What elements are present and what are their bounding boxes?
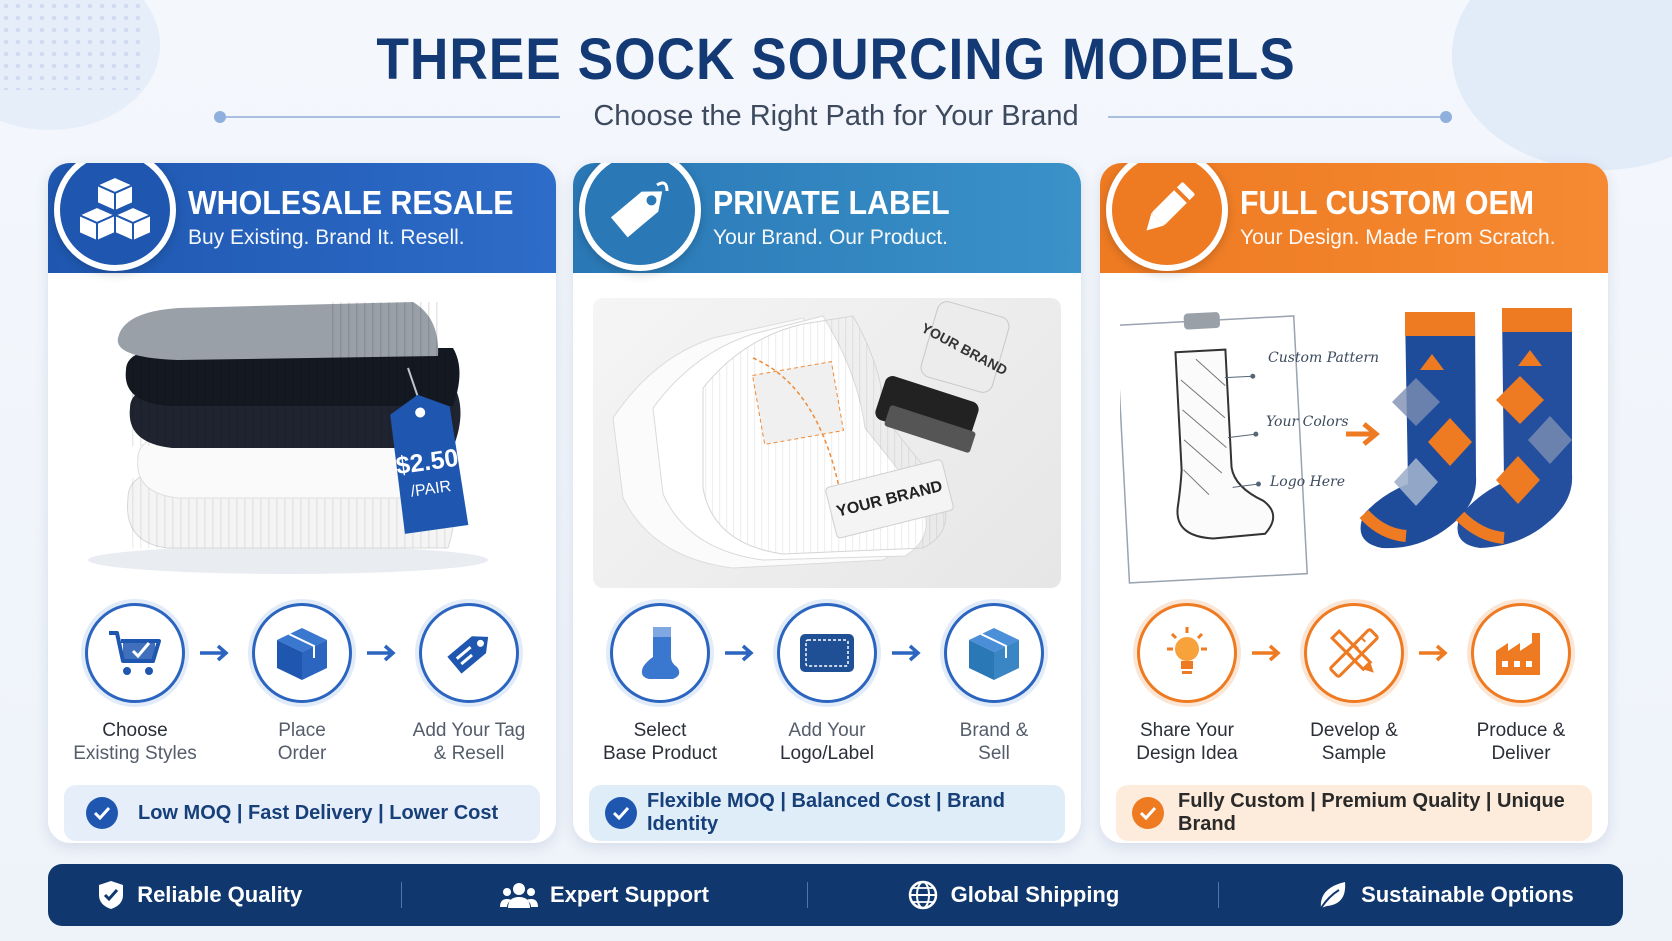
step-produce-deliver: Produce &Deliver [1446, 603, 1596, 765]
tools-icon [1304, 603, 1404, 703]
feature-label: Sustainable Options [1361, 882, 1574, 907]
step-line2: Order [277, 743, 327, 764]
check-icon [86, 797, 118, 829]
annotation-custom-pattern: Custom Pattern [1268, 350, 1379, 366]
page-header: THREE SOCK SOURCING MODELS Choose the Ri… [0, 26, 1672, 136]
step-line1: Add Your [788, 720, 866, 741]
sock-icon [610, 603, 710, 703]
subtitle-rule-right [1108, 111, 1452, 123]
benefits-text: Low MOQ | Fast Delivery | Lower Cost [138, 801, 499, 824]
check-icon [1132, 797, 1164, 829]
annotation-logo-here: Logo Here [1269, 474, 1345, 490]
card-wholesale-resale: WHOLESALE RESALE Buy Existing. Brand It.… [48, 163, 556, 843]
card-subtitle: Your Brand. Our Product. [713, 226, 949, 249]
benefits-text: Fully Custom | Premium Quality | Unique … [1178, 790, 1565, 835]
stacked-socks-image: $2.50 /PAIR [68, 298, 536, 588]
tag-icon [419, 603, 519, 703]
card-header: PRIVATE LABEL Your Brand. Our Product. [573, 163, 1081, 273]
boxes-icon [54, 163, 176, 271]
benefits-bar: Fully Custom | Premium Quality | Unique … [1116, 785, 1592, 841]
annotation-your-colors: Your Colors [1266, 414, 1349, 430]
step-line2: Sell [978, 743, 1010, 764]
step-line1: Add Your Tag [412, 720, 526, 741]
step-line2: Sample [1321, 743, 1387, 764]
page-title: THREE SOCK SOURCING MODELS [376, 27, 1296, 92]
subtitle-rule-left [214, 111, 560, 123]
page-subtitle: Choose the Right Path for Your Brand [593, 100, 1079, 132]
step-line1: Place [278, 720, 326, 741]
step-line2: Existing Styles [73, 743, 197, 764]
step-line1: Choose [102, 720, 168, 741]
feature-sustainable-options: Sustainable Options [1317, 880, 1574, 910]
feature-expert-support: Expert Support [500, 881, 709, 909]
step-develop-sample: Develop &Sample [1279, 603, 1429, 765]
step-line1: Select [633, 720, 687, 741]
check-icon [605, 797, 637, 829]
white-socks-with-stamp-image: YOUR BRAND YOUR BRAND [593, 298, 1061, 588]
pencil-icon [1106, 163, 1228, 271]
label-icon [777, 603, 877, 703]
feature-label: Expert Support [550, 882, 709, 907]
step-line2: & Resell [433, 743, 505, 764]
step-line1: Develop & [1310, 720, 1398, 741]
price-tag-unit: /PAIR [410, 478, 453, 500]
custom-sock-design-image: Custom Pattern Your Colors Logo Here [1120, 298, 1588, 588]
feature-global-shipping: Global Shipping [907, 879, 1120, 911]
step-add-tag: Add Your Tag& Resell [394, 603, 544, 765]
feature-label: Reliable Quality [137, 882, 303, 907]
card-header: WHOLESALE RESALE Buy Existing. Brand It.… [48, 163, 556, 273]
card-header: FULL CUSTOM OEM Your Design. Made From S… [1100, 163, 1608, 273]
feature-bar: Reliable Quality Expert Support Global S… [48, 864, 1623, 926]
label-tag-icon [579, 163, 701, 271]
divider [1217, 882, 1219, 908]
feature-reliable-quality: Reliable Quality [97, 879, 302, 911]
factory-icon [1471, 603, 1571, 703]
decor-dots [0, 0, 140, 90]
card-private-label: PRIVATE LABEL Your Brand. Our Product. Y… [573, 163, 1081, 843]
box-icon [252, 603, 352, 703]
step-line1: Brand & [959, 720, 1029, 741]
arrow-right-icon [892, 644, 921, 662]
card-title: PRIVATE LABEL [713, 184, 950, 221]
people-icon [500, 883, 538, 908]
card-title: WHOLESALE RESALE [188, 184, 514, 221]
card-title: FULL CUSTOM OEM [1240, 184, 1535, 221]
feature-label: Global Shipping [950, 882, 1120, 907]
box-icon [944, 603, 1044, 703]
step-line1: Share Your [1139, 720, 1235, 741]
step-line2: Base Product [602, 743, 718, 764]
cart-icon [85, 603, 185, 703]
divider [400, 882, 402, 908]
leaf-icon [1320, 882, 1346, 909]
step-line2: Logo/Label [779, 743, 875, 764]
lightbulb-icon [1137, 603, 1237, 703]
card-subtitle: Your Design. Made From Scratch. [1240, 226, 1556, 249]
benefits-text: Flexible MOQ | Balanced Cost | Brand Ide… [647, 790, 1005, 835]
divider [807, 882, 809, 908]
step-line1: Produce & [1476, 720, 1566, 741]
step-line2: Design Idea [1136, 743, 1238, 764]
globe-icon [908, 880, 937, 910]
arrow-right-icon [725, 644, 754, 662]
shield-check-icon [99, 881, 124, 909]
benefits-bar: Low MOQ | Fast Delivery | Lower Cost [64, 785, 540, 841]
arrow-right-icon [367, 644, 396, 662]
card-subtitle: Buy Existing. Brand It. Resell. [188, 226, 465, 249]
step-line2: Deliver [1491, 743, 1551, 764]
arrow-right-icon [1419, 644, 1448, 662]
card-full-custom-oem: FULL CUSTOM OEM Your Design. Made From S… [1100, 163, 1608, 843]
arrow-right-icon [200, 644, 229, 662]
step-brand-sell: Brand &Sell [919, 603, 1069, 765]
benefits-bar: Flexible MOQ | Balanced Cost | Brand Ide… [589, 785, 1065, 841]
arrow-right-icon [1252, 644, 1281, 662]
